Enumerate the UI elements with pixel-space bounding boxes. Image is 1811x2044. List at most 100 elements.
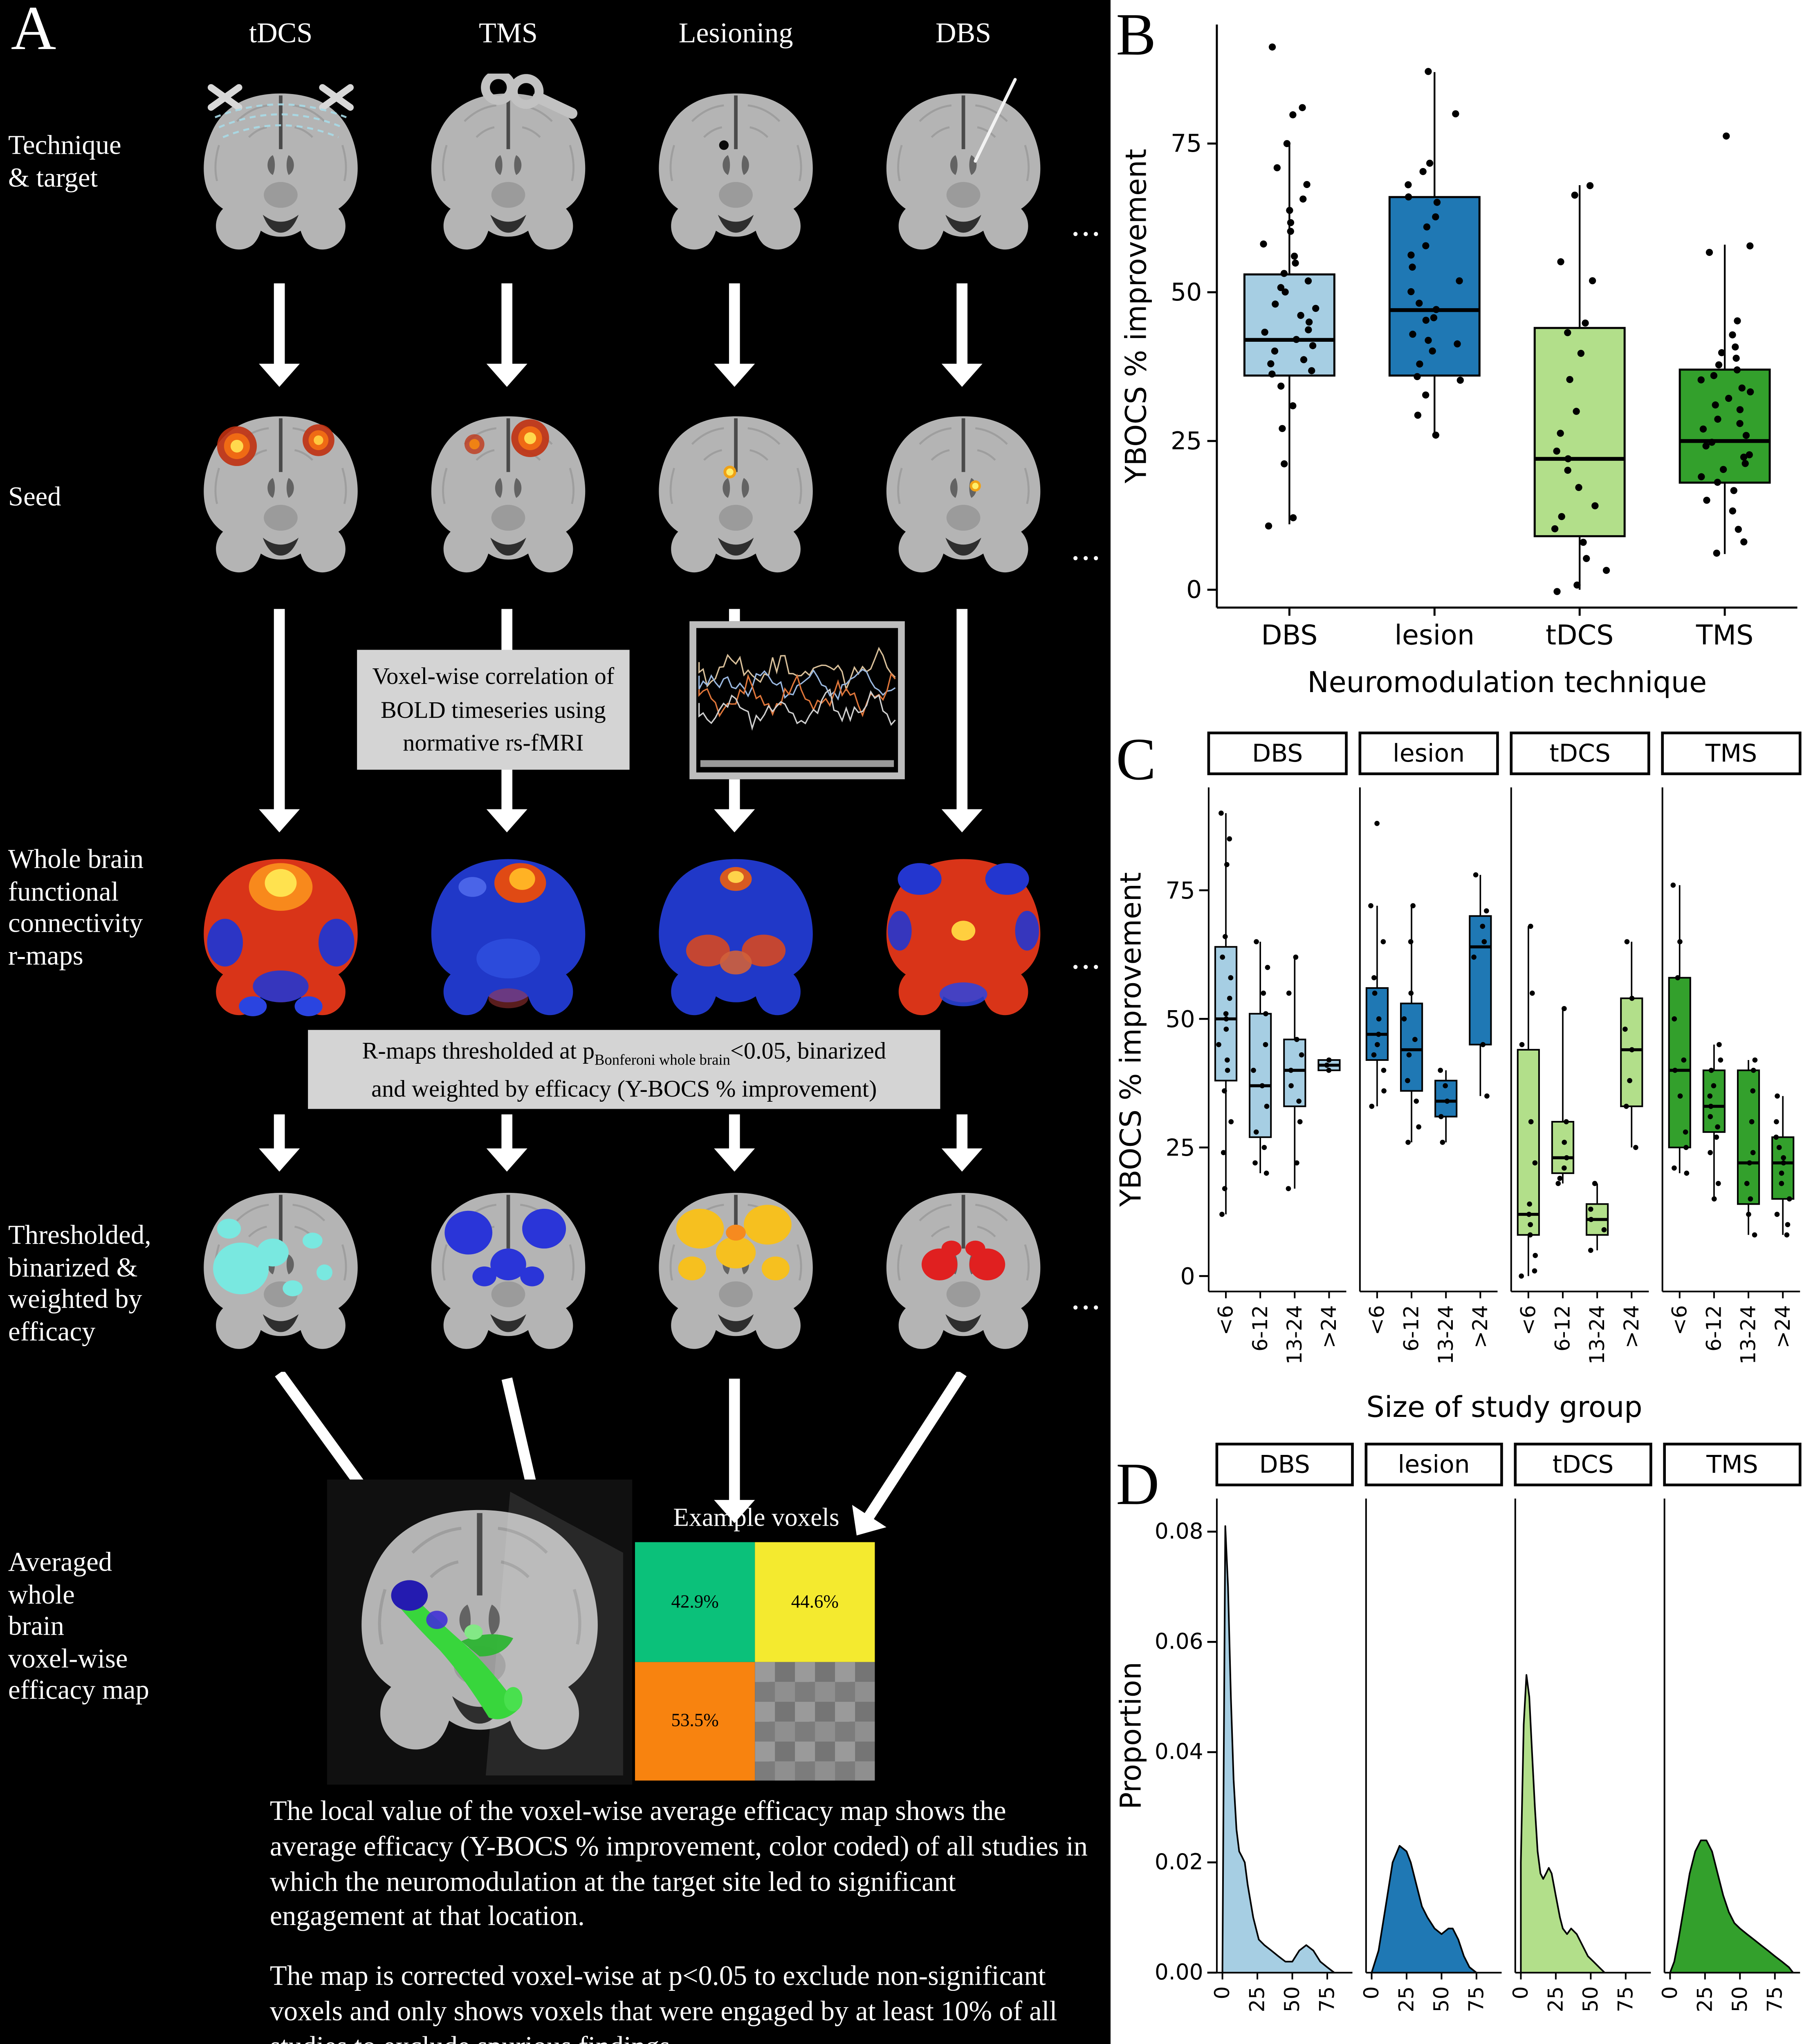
svg-text:<6: <6	[1214, 1305, 1238, 1336]
voxel-cell-yellow: 44.6%	[755, 1542, 875, 1661]
diagonal-arrow	[839, 1362, 979, 1547]
facet-strip-tDCS	[1514, 1443, 1652, 1486]
svg-text:50: 50	[1280, 1986, 1304, 2013]
x-tick-TMS: TMS	[1696, 619, 1754, 651]
brain-image-rmap-dbs	[864, 839, 1063, 1038]
down-arrow	[941, 609, 983, 833]
ellipsis: ...	[1071, 529, 1102, 568]
svg-text:13-24: 13-24	[1283, 1305, 1306, 1365]
svg-text:13-24: 13-24	[1434, 1305, 1458, 1365]
facet-strip-DBS	[1215, 1443, 1354, 1486]
svg-text:TMS: TMS	[1706, 1450, 1758, 1479]
svg-text:0.04: 0.04	[1155, 1739, 1203, 1764]
facet-strip-lesion	[1358, 731, 1499, 775]
svg-text:75: 75	[1614, 1986, 1637, 2013]
svg-text:25: 25	[1395, 1986, 1418, 2013]
x-axis-title: Neuromodulation technique	[1307, 666, 1707, 699]
facet-strip-TMS	[1661, 731, 1802, 775]
example-voxels-title: Example voxels	[673, 1504, 839, 1533]
svg-text:<6: <6	[1667, 1305, 1691, 1336]
svg-text:>24: >24	[1468, 1305, 1492, 1348]
brain-image-mri-tms	[408, 73, 608, 273]
svg-text:0.08: 0.08	[1155, 1518, 1203, 1544]
facet-strip-TMS	[1663, 1443, 1802, 1486]
brain-image-seed-dbs	[864, 396, 1063, 596]
svg-text:0: 0	[1360, 1986, 1383, 1999]
down-arrow	[259, 283, 300, 387]
panel-c-label: C	[1116, 726, 1156, 793]
y-axis-title: YBOCS % improvement	[1114, 872, 1147, 1207]
brain-image-mri-dbs	[864, 73, 1063, 273]
svg-text:25: 25	[1171, 427, 1202, 455]
x-tick-tDCS: tDCS	[1546, 619, 1614, 651]
svg-text:25: 25	[1245, 1986, 1269, 2013]
svg-text:13-24: 13-24	[1737, 1305, 1760, 1365]
box-TMS	[1679, 368, 1771, 484]
ellipsis: ...	[1071, 204, 1102, 244]
voxel-cell-orange: 53.5%	[635, 1661, 755, 1781]
svg-text:75: 75	[1315, 1986, 1339, 2013]
svg-text:DBS: DBS	[1259, 1450, 1310, 1479]
brain-image-seed-tdcs	[181, 396, 380, 596]
svg-text:tDCS: tDCS	[1553, 1450, 1614, 1479]
svg-text:6-12: 6-12	[1248, 1305, 1272, 1351]
brain-image-mri-lesion	[636, 73, 835, 273]
svg-text:TMS: TMS	[1705, 739, 1757, 768]
svg-text:13-24: 13-24	[1585, 1305, 1609, 1365]
density-lesion	[1371, 1845, 1477, 1974]
svg-text:0.06: 0.06	[1155, 1629, 1203, 1654]
brain-image-mri-tdcs	[181, 73, 380, 273]
facet-strip-DBS	[1207, 731, 1348, 775]
brain-image-thr-dbs	[864, 1173, 1063, 1372]
ellipsis: ...	[1071, 1278, 1102, 1318]
box-DBS	[1243, 273, 1335, 377]
column-header-dbs: DBS	[935, 16, 992, 49]
rmaps-threshold-line1: R-maps thresholded at pBonferoni whole b…	[362, 1036, 886, 1069]
svg-text:75: 75	[1171, 129, 1202, 158]
svg-text:6-12: 6-12	[1400, 1305, 1423, 1351]
svg-text:lesion: lesion	[1393, 739, 1465, 768]
svg-text:50: 50	[1430, 1986, 1453, 2013]
svg-text:25: 25	[1693, 1986, 1717, 2013]
svg-text:50: 50	[1171, 278, 1202, 307]
row-label-technique-target: Technique & target	[8, 130, 121, 193]
panel-a-diagram: A tDCS TMS Lesioning DBS Technique & tar…	[0, 0, 1111, 2044]
down-arrow	[941, 283, 983, 387]
x-tick-lesion: lesion	[1394, 619, 1474, 651]
svg-text:6-12: 6-12	[1702, 1305, 1726, 1351]
brain-image-thr-tdcs	[181, 1173, 380, 1372]
svg-text:0: 0	[1509, 1986, 1533, 1999]
timeseries-svg	[698, 647, 896, 767]
svg-text:lesion: lesion	[1398, 1450, 1470, 1479]
averaged-efficacy-map-image	[327, 1479, 633, 1785]
brain-image-seed-lesion	[636, 396, 835, 596]
svg-text:25: 25	[1166, 1134, 1195, 1161]
down-arrow	[714, 283, 755, 387]
rmaps-threshold-line2: and weighted by efficacy (Y-BOCS % impro…	[371, 1074, 877, 1102]
column-header-tms: TMS	[479, 16, 538, 49]
svg-text:>24: >24	[1317, 1305, 1341, 1348]
caption-paragraph-2: The map is corrected voxel-wise at p<0.0…	[269, 1962, 1057, 2044]
brain-image-rmap-tdcs	[181, 839, 380, 1038]
caption-paragraph-1: The local value of the voxel-wise averag…	[269, 1797, 1088, 1933]
x-tick-DBS: DBS	[1261, 619, 1317, 651]
brain-image-rmap-lesion	[636, 839, 835, 1038]
svg-text:0.00: 0.00	[1155, 1959, 1203, 1985]
facet-strip-tDCS	[1510, 731, 1650, 775]
down-arrow	[486, 283, 527, 387]
row-label-thresholded: Thresholded, binarized & weighted by eff…	[8, 1220, 151, 1347]
density-DBS	[1221, 1525, 1335, 1974]
down-arrow	[486, 1114, 527, 1172]
svg-text:tDCS: tDCS	[1549, 739, 1611, 768]
facet-strip-lesion	[1364, 1443, 1503, 1486]
svg-text:50: 50	[1728, 1986, 1752, 2013]
box-lesion	[1388, 196, 1481, 377]
svg-text:75: 75	[1166, 877, 1195, 904]
column-header-lesioning: Lesioning	[678, 16, 793, 49]
down-arrow	[941, 1114, 983, 1172]
svg-text:0: 0	[1186, 576, 1202, 604]
caption-block: The local value of the voxel-wise averag…	[270, 1795, 1095, 2044]
